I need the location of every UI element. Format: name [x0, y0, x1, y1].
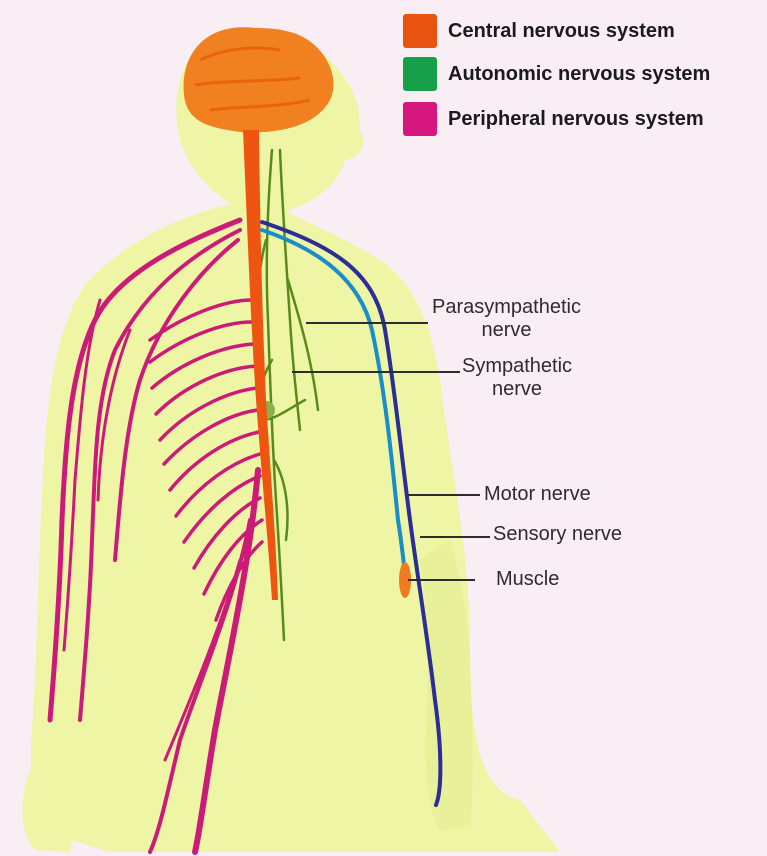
legend-label: Peripheral nervous system	[448, 108, 704, 131]
muscle-label: Muscle	[496, 568, 559, 591]
callout-line-1: Sympathetic	[462, 355, 572, 378]
callout-line-2: nerve	[462, 378, 572, 401]
motor-nerve-label: Motor nerve	[484, 483, 591, 506]
legend-item-peripheral: Peripheral nervous system	[403, 104, 704, 134]
callout-line-2: nerve	[432, 319, 581, 342]
orange-swatch	[403, 14, 437, 48]
magenta-swatch	[403, 102, 437, 136]
legend-label: Autonomic nervous system	[448, 63, 710, 86]
sympathetic-nerve-label: Sympathetic nerve	[462, 355, 572, 401]
green-swatch	[403, 57, 437, 91]
legend-item-autonomic: Autonomic nervous system	[403, 59, 710, 89]
legend-item-central: Central nervous system	[403, 16, 675, 46]
legend-label: Central nervous system	[448, 20, 675, 43]
sensory-nerve-label: Sensory nerve	[493, 523, 622, 546]
parasympathetic-nerve-label: Parasympathetic nerve	[432, 296, 581, 342]
callout-line-1: Parasympathetic	[432, 296, 581, 319]
